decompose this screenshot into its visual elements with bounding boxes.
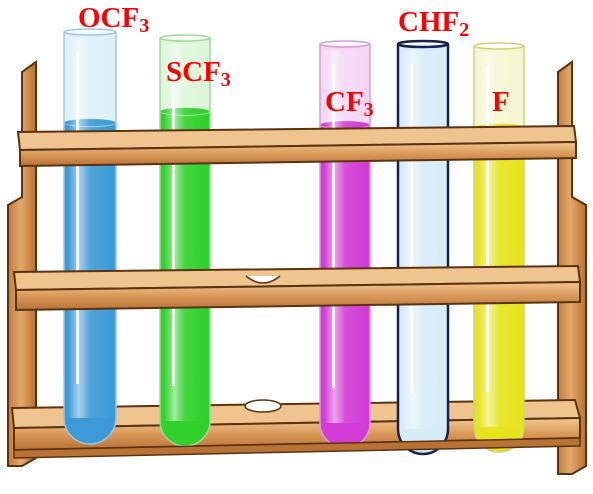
tube-f-rim <box>473 42 525 50</box>
label-scf3: SCF3 <box>166 56 231 91</box>
tube-f-outline <box>473 46 525 453</box>
tube-chf2-shine <box>402 50 444 429</box>
test-tubes <box>63 28 525 456</box>
label-ocf3: OCF3 <box>78 2 150 37</box>
tube-chf2-highlight <box>410 64 413 394</box>
tube-scf3-shine <box>164 44 206 421</box>
tube-chf2-outline <box>396 44 450 456</box>
label-cf3: CF3 <box>325 86 374 121</box>
tube-f-shine <box>478 52 520 427</box>
tube-ocf3-shine <box>68 38 112 418</box>
tube-scf3 <box>159 34 211 447</box>
rack-base-front <box>13 437 581 459</box>
tube-scf3-rim <box>159 34 211 42</box>
tube-cf3-highlight <box>332 64 335 388</box>
tube-scf3-highlight <box>172 58 175 386</box>
rack-top-shelf <box>16 124 578 168</box>
tube-f-highlight <box>486 66 489 392</box>
rack-left-post <box>7 60 37 467</box>
tube-ocf3 <box>63 28 117 445</box>
rack-middle-shelf <box>12 264 582 312</box>
tube-ocf3-outline <box>63 32 117 445</box>
label-chf2: CHF2 <box>398 6 470 41</box>
tube-chf2-rim <box>396 39 450 49</box>
tube-cf3-rim <box>319 40 371 48</box>
tube-ocf3-highlight <box>76 52 79 384</box>
label-f: F <box>492 86 510 118</box>
tube-cf3-shine <box>324 50 366 423</box>
tube-chf2 <box>396 39 450 456</box>
tube-ocf3-rim <box>63 28 117 36</box>
